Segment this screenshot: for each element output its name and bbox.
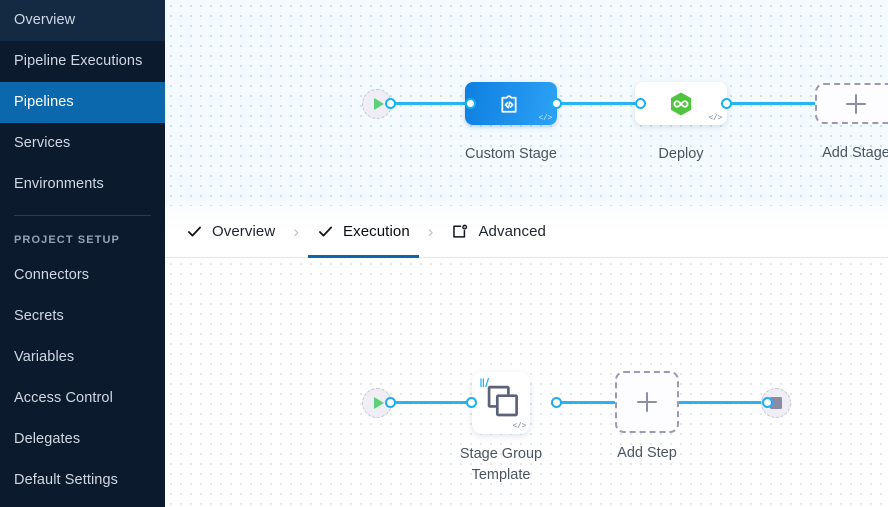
sidebar-item-label: Pipeline Executions [14,53,143,69]
step-port-end-in[interactable] [762,397,773,408]
step-port-start-out[interactable] [385,397,396,408]
advanced-settings-icon [453,224,468,238]
step-code-badge: </> [512,422,526,431]
sidebar-item-label: Connectors [14,267,90,283]
stage-code-badge: </> [538,114,552,123]
sidebar-item-variables[interactable]: Variables [0,337,165,378]
stage-port-custom-out[interactable] [551,98,562,109]
tab-label: Advanced [478,223,546,240]
sidebar-item-pipeline-executions[interactable]: Pipeline Executions [0,41,165,82]
stage-wire-start-to-custom [390,102,475,105]
sidebar-item-services[interactable]: Services [0,123,165,164]
stage-wire-custom-to-deploy [555,102,645,105]
sidebar-item-access-control[interactable]: Access Control [0,378,165,419]
play-icon [373,98,384,110]
stage-node-label-custom-stage: Custom Stage [465,146,557,162]
sidebar-item-delegates[interactable]: Delegates [0,419,165,460]
sidebar-item-label: Pipelines [14,94,74,110]
pipeline-step-tabs: Overview › Execution › Advanced [165,206,888,258]
sidebar-item-label: Secrets [14,308,64,324]
deploy-hexagon-icon [670,91,692,116]
sidebar-item-label: Overview [14,12,76,28]
stage-group-template-icon [487,385,518,417]
play-icon [373,397,384,409]
sidebar: Overview Pipeline Executions Pipelines S… [0,0,165,507]
stage-port-custom-in[interactable] [465,98,476,109]
step-wire-start-to-template [391,401,477,404]
stage-node-custom-stage[interactable]: </> [465,82,557,125]
tab-label: Overview [212,223,276,240]
sidebar-item-connectors[interactable]: Connectors [0,255,165,296]
stage-node-deploy[interactable]: </> [635,82,727,125]
stage-port-deploy-in[interactable] [635,98,646,109]
check-icon [187,226,202,237]
sidebar-item-label: Environments [14,176,104,192]
tab-execution[interactable]: Execution [307,206,419,258]
tab-separator: › [293,222,299,241]
sidebar-item-default-settings[interactable]: Default Settings [0,460,165,501]
tab-label: Execution [342,223,410,240]
check-icon [318,226,332,237]
add-stage-button[interactable] [815,83,888,124]
deploy-code-badge: </> [708,114,722,123]
step-wire-template-to-add [555,401,618,404]
step-port-template-out[interactable] [551,397,562,408]
sidebar-item-secrets[interactable]: Secrets [0,296,165,337]
plus-icon [637,392,657,412]
sidebar-item-pipelines[interactable]: Pipelines [0,82,165,123]
sidebar-item-label: Default Settings [14,472,118,488]
step-node-label-stage-group-template: Stage Group Template [459,446,543,483]
stage-graph-canvas[interactable]: </> Custom Stage </> Deploy Add Stage [165,0,888,206]
step-port-template-in[interactable] [466,397,477,408]
tab-separator: › [427,222,434,241]
sidebar-item-label: Delegates [14,431,81,447]
template-marker-icon [480,377,490,388]
sidebar-item-overview[interactable]: Overview [0,0,165,41]
sidebar-item-environments[interactable]: Environments [0,164,165,205]
add-stage-label: Add Stage [822,145,888,161]
stop-icon [770,397,782,409]
main-content: </> Custom Stage </> Deploy Add Stage [165,0,888,507]
stage-wire-deploy-to-add [725,102,820,105]
sidebar-section-project-setup: PROJECT SETUP [14,234,120,246]
stage-node-label-deploy: Deploy [658,146,704,162]
custom-stage-icon [501,94,517,113]
step-wire-add-to-end [677,401,767,404]
tab-advanced[interactable]: Advanced [442,206,555,258]
stage-port-start-out[interactable] [385,98,396,109]
add-step-button[interactable] [615,371,679,433]
step-node-stage-group-template[interactable]: </> [472,372,530,434]
stage-port-deploy-out[interactable] [721,98,732,109]
sidebar-item-label: Services [14,135,71,151]
sidebar-divider [14,215,151,216]
sidebar-item-label: Access Control [14,390,113,406]
step-graph-canvas[interactable]: </> Stage Group Template Add Step [165,258,888,507]
plus-icon [846,93,866,114]
sidebar-item-label: Variables [14,349,75,365]
add-step-label: Add Step [617,445,677,461]
tab-overview[interactable]: Overview [177,206,284,258]
